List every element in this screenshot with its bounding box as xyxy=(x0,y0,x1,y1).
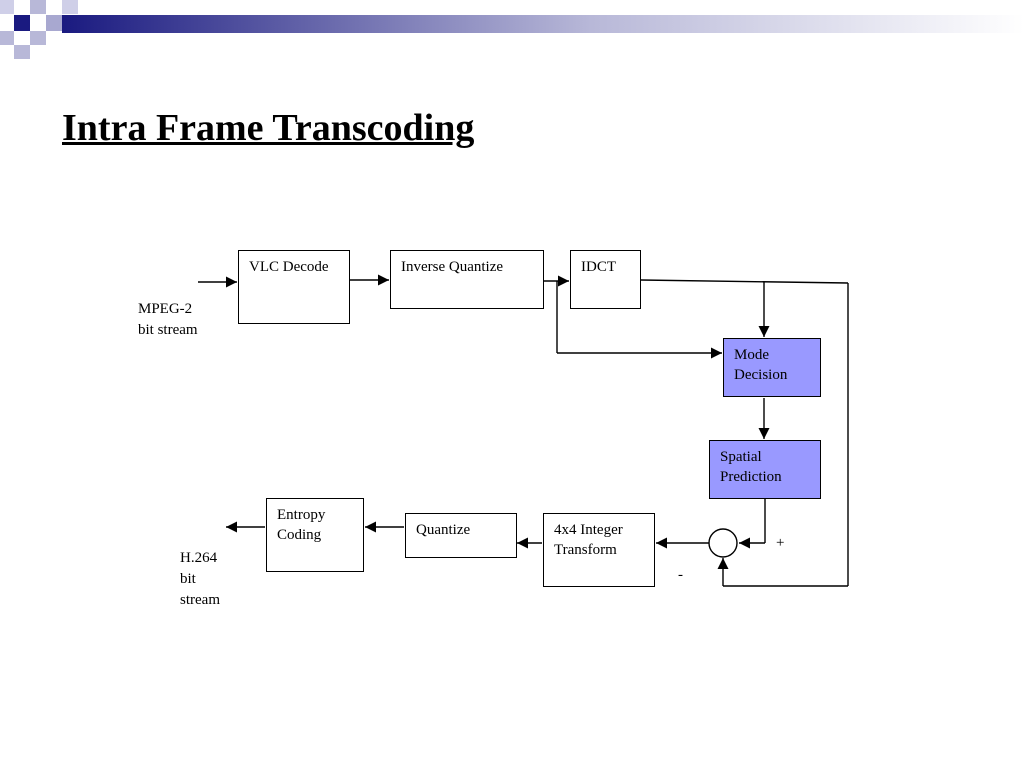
corner-decoration xyxy=(0,0,1024,59)
quantize-label: Quantize xyxy=(416,522,471,538)
mode-decision-label-line1: Mode xyxy=(734,347,769,363)
mode-decision-label-line2: Decision xyxy=(734,367,788,383)
quantize-block: Quantize xyxy=(405,513,517,558)
output-label: H.264 bit stream xyxy=(180,548,220,611)
idct-block: IDCT xyxy=(570,250,641,309)
adder-minus-sign: - xyxy=(678,567,683,583)
slide-title: Intra Frame Transcoding xyxy=(62,107,475,149)
inverse-quantize-label: Inverse Quantize xyxy=(401,259,504,275)
entropy-coding-label-line1: Entropy xyxy=(277,507,326,523)
output-label-line2: bit xyxy=(180,571,196,587)
spatial-prediction-block: Spatial Prediction xyxy=(709,440,821,499)
input-label: MPEG-2 bit stream xyxy=(138,299,198,341)
entropy-coding-block: Entropy Coding xyxy=(266,498,364,572)
mode-decision-block: Mode Decision xyxy=(723,338,821,397)
output-label-line1: H.264 xyxy=(180,550,218,566)
adder-plus-sign: + xyxy=(776,535,785,551)
input-label-line2: bit stream xyxy=(138,322,198,338)
entropy-coding-label-line2: Coding xyxy=(277,527,322,543)
input-label-line1: MPEG-2 xyxy=(138,301,193,317)
integer-transform-block: 4x4 Integer Transform xyxy=(543,513,655,587)
integer-transform-label-line1: 4x4 Integer xyxy=(554,522,623,538)
output-label-line3: stream xyxy=(180,592,220,608)
inverse-quantize-block: Inverse Quantize xyxy=(390,250,544,309)
idct-label: IDCT xyxy=(581,259,616,275)
spatial-prediction-label-line2: Prediction xyxy=(720,469,782,485)
vlc-decode-block: VLC Decode xyxy=(238,250,350,324)
integer-transform-label-line2: Transform xyxy=(554,542,617,558)
spatial-prediction-label-line1: Spatial xyxy=(720,449,762,465)
vlc-decode-label: VLC Decode xyxy=(249,259,329,275)
